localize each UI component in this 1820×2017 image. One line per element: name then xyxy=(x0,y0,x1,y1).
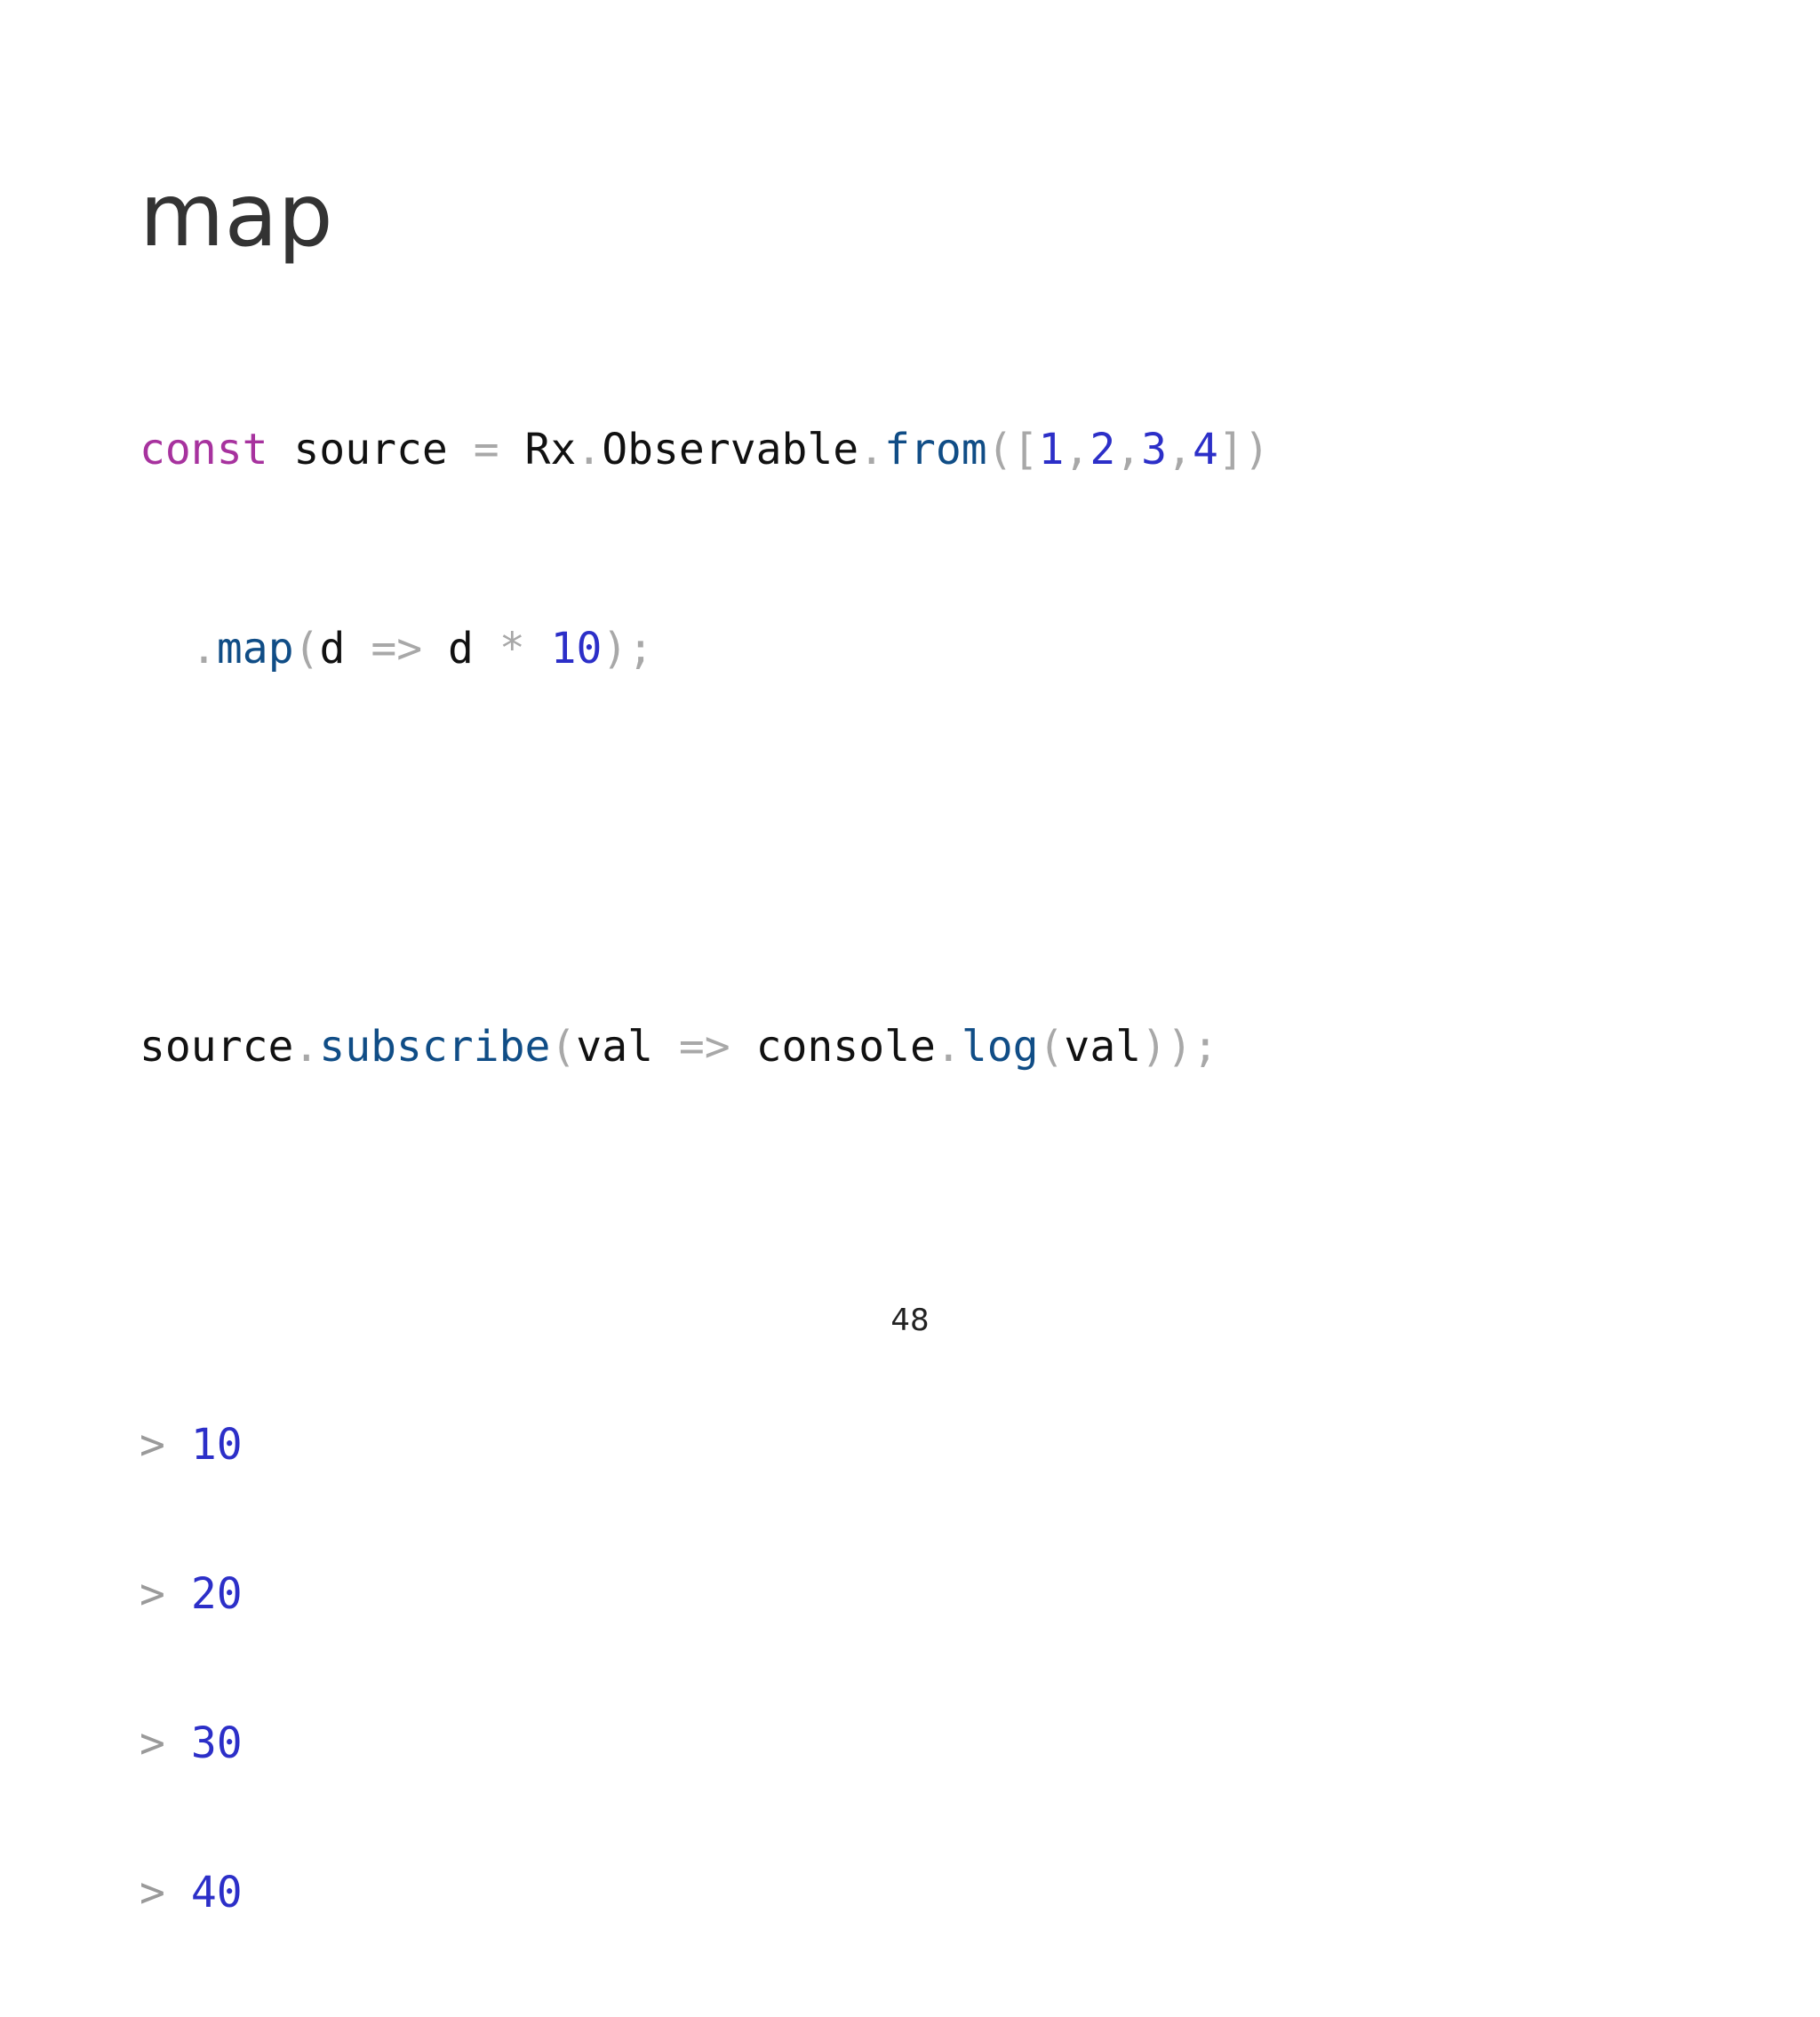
close-paren: ) xyxy=(602,624,628,674)
output-line: > 20 xyxy=(140,1569,1270,1619)
open-paren: ( xyxy=(1038,1022,1065,1072)
slide-title: map xyxy=(140,165,333,267)
output-prompt: > xyxy=(140,1718,165,1768)
from-method: from xyxy=(884,425,987,474)
arrow-operator: => xyxy=(371,624,423,674)
open-bracket: [ xyxy=(1012,425,1039,474)
array-value: 1 xyxy=(1038,425,1065,474)
output-prompt: > xyxy=(140,1420,165,1470)
code-block: const source = Rx.Observable.from([1,2,3… xyxy=(140,325,1270,2017)
console-object: console xyxy=(755,1022,936,1072)
code-line-const-source: const source = Rx.Observable.from([1,2,3… xyxy=(140,425,1270,474)
map-expression-variable: d xyxy=(448,624,474,674)
open-paren: ( xyxy=(550,1022,577,1072)
assign-operator: = xyxy=(473,425,499,474)
code-line-map: .map(d => d * 10); xyxy=(140,624,1270,674)
comma: , xyxy=(1115,425,1142,474)
semicolon: ; xyxy=(627,624,654,674)
source-object: source xyxy=(140,1022,294,1072)
multiplier-number: 10 xyxy=(550,624,603,674)
keyword-const: const xyxy=(140,425,268,474)
arrow-operator: => xyxy=(678,1022,730,1072)
variable-source: source xyxy=(293,425,448,474)
close-bracket: ] xyxy=(1217,425,1244,474)
dot-punctuation: . xyxy=(576,425,603,474)
semicolon: ; xyxy=(1192,1022,1218,1072)
multiply-operator: * xyxy=(499,624,525,674)
array-value: 3 xyxy=(1141,425,1168,474)
subscribe-method: subscribe xyxy=(319,1022,551,1072)
output-line: > 10 xyxy=(140,1420,1270,1470)
output-prompt: > xyxy=(140,1868,165,1917)
open-paren: ( xyxy=(986,425,1013,474)
rx-object: Rx xyxy=(524,425,577,474)
map-method: map xyxy=(216,624,294,674)
output-line: > 40 xyxy=(140,1868,1270,1917)
slide: map const source = Rx.Observable.from([1… xyxy=(140,165,1270,1917)
page-number: 48 xyxy=(890,1303,930,1338)
array-value: 4 xyxy=(1192,425,1218,474)
map-param: d xyxy=(319,624,346,674)
output-value: 10 xyxy=(190,1420,243,1470)
blank-line xyxy=(140,823,1270,873)
close-paren: ) xyxy=(1243,425,1270,474)
blank-line xyxy=(140,1221,1270,1271)
dot-punctuation: . xyxy=(858,425,885,474)
dot-punctuation: . xyxy=(293,1022,320,1072)
close-parens: )) xyxy=(1141,1022,1193,1072)
open-paren: ( xyxy=(293,624,320,674)
comma: , xyxy=(1064,425,1090,474)
comma: , xyxy=(1167,425,1193,474)
output-line: > 30 xyxy=(140,1718,1270,1768)
output-value: 20 xyxy=(190,1569,243,1619)
output-value: 40 xyxy=(190,1868,243,1917)
output-prompt: > xyxy=(140,1569,165,1619)
log-method: log xyxy=(961,1022,1039,1072)
dot-punctuation: . xyxy=(935,1022,962,1072)
code-line-subscribe: source.subscribe(val => console.log(val)… xyxy=(140,1022,1270,1072)
output-value: 30 xyxy=(190,1718,243,1768)
observable-class: Observable xyxy=(602,425,859,474)
array-value: 2 xyxy=(1090,425,1116,474)
log-argument: val xyxy=(1064,1022,1142,1072)
subscribe-param: val xyxy=(576,1022,653,1072)
dot-punctuation: . xyxy=(191,624,217,674)
